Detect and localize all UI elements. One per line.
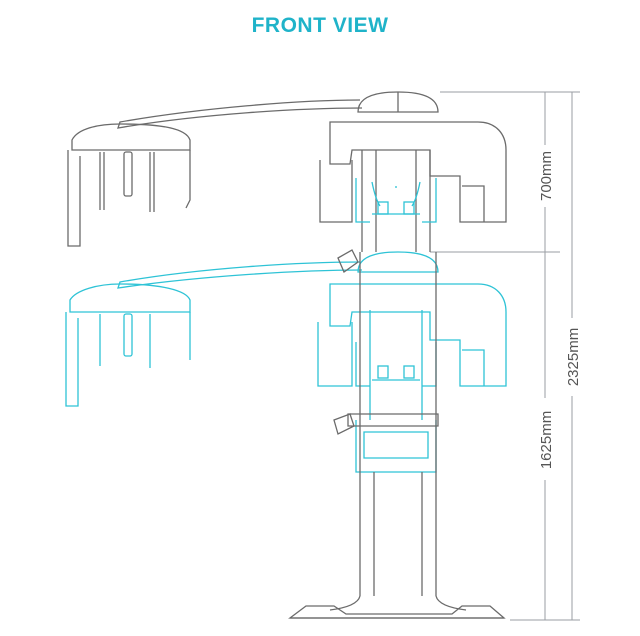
upper-position-accents — [355, 178, 437, 223]
dim-label-1625: 1625mm — [538, 411, 555, 469]
dim-label-2325: 2325mm — [565, 328, 582, 386]
dim-label-700: 700mm — [538, 151, 555, 201]
upper-position-unit — [67, 91, 507, 252]
front-view-title: FRONT VIEW — [251, 14, 389, 37]
column-and-base — [288, 249, 506, 619]
dimension-labels: 700mm 2325mm 1625mm — [536, 145, 582, 480]
dimension-lines — [430, 91, 580, 621]
lower-position-unit — [65, 251, 507, 473]
